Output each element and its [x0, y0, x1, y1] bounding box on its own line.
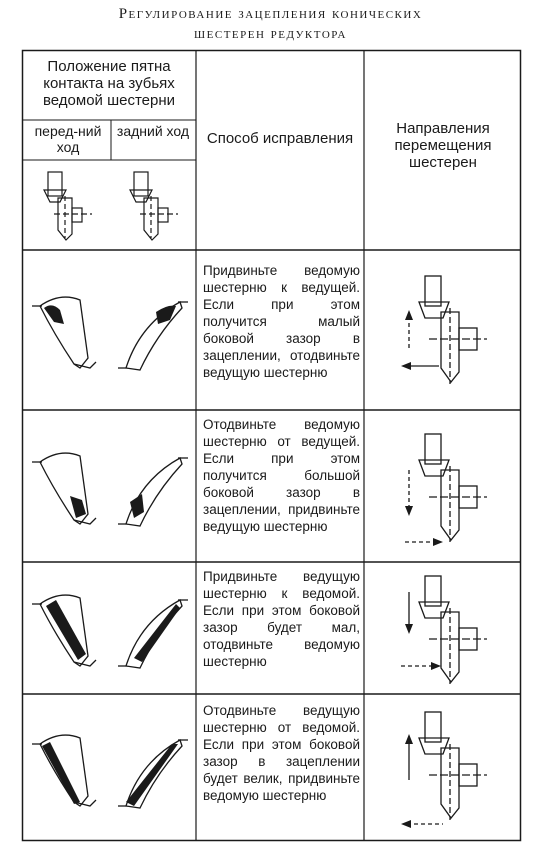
- row-4-method: Отодвиньте ведущую шестерню от ведомой. …: [203, 703, 360, 803]
- row-3-tooth-contact: [32, 594, 188, 669]
- row-1-tooth-contact: [32, 296, 188, 371]
- row-3-direction-diagram: [401, 575, 487, 684]
- row-2-tooth-contact: [32, 452, 188, 527]
- row-4-direction-diagram: [401, 711, 487, 828]
- header-forward: перед-ний ход: [34, 123, 102, 155]
- row-2-method: Отодвиньте ведомую шестерню от ведущей. …: [203, 417, 360, 534]
- page-subtitle: шестерен редуктора: [194, 26, 347, 42]
- row-1-direction-diagram: [401, 275, 487, 384]
- row-2-direction-diagram: [405, 433, 487, 546]
- page-title: Регулирование зацепления конических: [118, 6, 423, 22]
- header-contact-position: Положение пятна контакта на зубьях ведом…: [42, 58, 176, 109]
- header-method: Способ исправления: [206, 130, 354, 147]
- row-1-method: Придвиньте ведомую шестерню к ведущей. Е…: [203, 263, 360, 380]
- header-reverse: задний ход: [116, 123, 190, 139]
- row-4-tooth-contact: [32, 734, 188, 809]
- row-3-method: Придвиньте ведущую шестерню к ведомой. Е…: [203, 569, 360, 669]
- header-direction: Направления перемещения шестерен: [394, 120, 492, 171]
- header-gear-sketches: [43, 171, 178, 241]
